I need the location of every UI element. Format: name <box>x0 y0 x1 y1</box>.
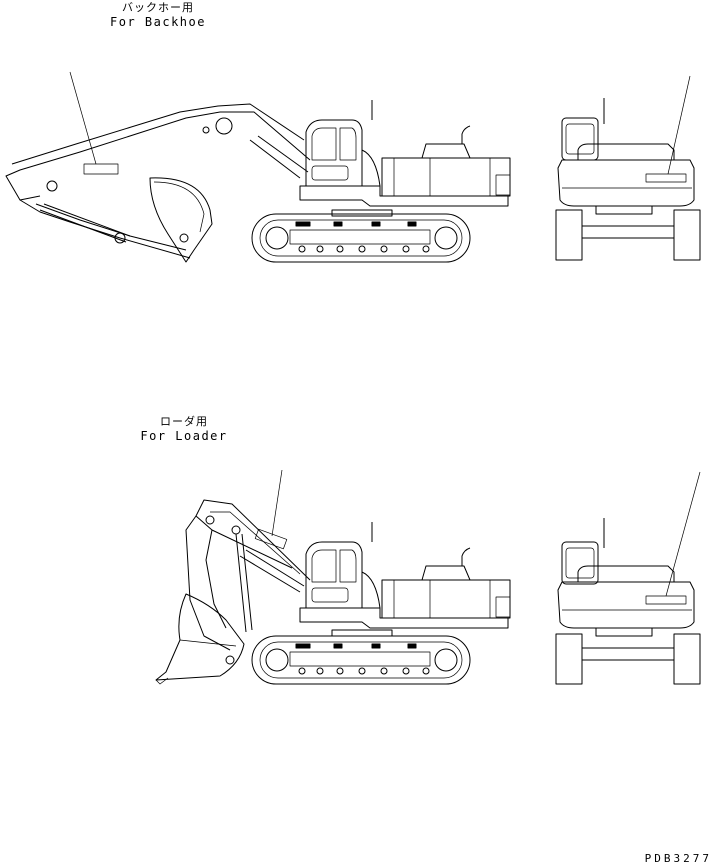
backhoe-caption-en: For Backhoe <box>110 15 206 29</box>
loader-caption: ローダ用 For Loader <box>124 414 244 444</box>
loader-track <box>251 629 471 685</box>
loader-caption-en: For Loader <box>140 429 228 443</box>
backhoe-track <box>251 209 471 263</box>
loader-front-attachment <box>155 469 311 685</box>
backhoe-caption-jp: バックホー用 <box>122 1 194 14</box>
backhoe-caption: バックホー用 For Backhoe <box>98 0 218 30</box>
loader-upper-body <box>299 522 511 629</box>
backhoe-upper-body <box>299 100 511 207</box>
loader-rear-view <box>555 471 701 685</box>
backhoe-rear-view <box>555 75 701 261</box>
backhoe-side-view <box>5 71 511 263</box>
loader-side-view <box>155 469 511 685</box>
backhoe-front-attachment <box>5 71 311 263</box>
drawing-number: PDB3277 <box>644 852 712 865</box>
loader-caption-jp: ローダ用 <box>160 415 208 428</box>
